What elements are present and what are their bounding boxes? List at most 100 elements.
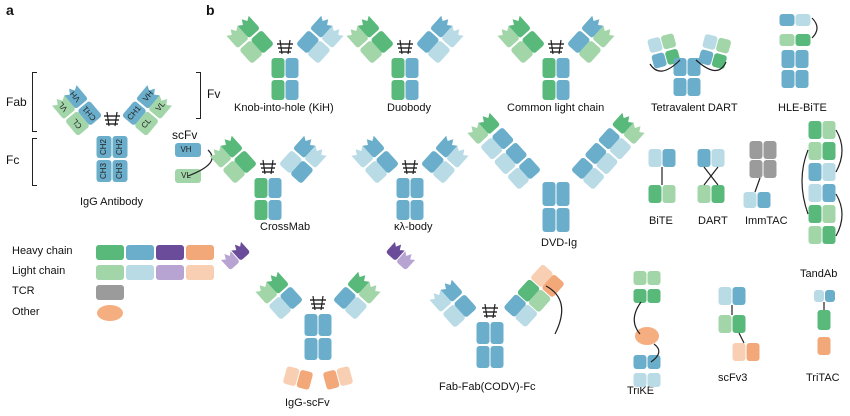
domain: [808, 184, 822, 202]
codv-left-fab: [429, 279, 476, 327]
vh-label: VH: [180, 145, 191, 154]
domain: [633, 373, 647, 387]
domain: [323, 370, 340, 390]
domain: [583, 167, 604, 189]
ch2-domain: [285, 58, 299, 78]
left-fab-arm: [226, 15, 273, 63]
caption-dvd-ig: DVD-Ig: [541, 237, 578, 249]
variable-domain: [478, 112, 500, 134]
variable-domain: [497, 25, 519, 48]
hinge-region: [548, 39, 564, 55]
constant-domain: [579, 41, 601, 63]
fc-region: [542, 58, 570, 100]
domain: [647, 373, 661, 387]
domain: [572, 157, 593, 179]
domain: [633, 355, 647, 369]
constant-domain: [428, 41, 450, 63]
hinge-strand: [484, 303, 488, 319]
ch2-domain: [304, 314, 318, 336]
duobody-format: [346, 15, 464, 63]
ch2-domain: [687, 58, 701, 76]
constant-domain: [251, 31, 273, 53]
caption-dart: DART: [698, 215, 728, 227]
ch2-domain: [490, 322, 504, 344]
domain: [822, 142, 836, 160]
domain: [528, 289, 551, 312]
legend-heavy-green: [96, 245, 124, 260]
variable-domain: [612, 112, 634, 134]
domain: [598, 128, 620, 150]
caption-fab-fab: Fab-Fab(CODV)-Fc: [439, 381, 536, 393]
domain: [494, 152, 516, 174]
variable-domain: [220, 251, 239, 270]
domain: [732, 287, 746, 305]
constant-domain: [511, 41, 533, 63]
hinge-strand: [106, 111, 110, 127]
fc-region: [391, 58, 419, 100]
variable-domain: [581, 15, 604, 38]
fc-region: [271, 58, 299, 100]
ch2-label: CH2: [115, 138, 124, 155]
constant-domain: [240, 41, 262, 63]
variable-domain: [322, 25, 344, 48]
domain: [662, 185, 676, 203]
variable-domain: [357, 15, 380, 38]
hinge-strand: [399, 39, 403, 55]
domain: [697, 149, 711, 167]
ch3-domain: [318, 338, 332, 360]
domain: [519, 157, 540, 179]
caption-tritac: TriTAC: [806, 372, 840, 384]
variable-domain: [255, 281, 277, 304]
ch3-domain: [254, 200, 268, 220]
hinge-region: [260, 159, 276, 175]
caption-trike: TriKE: [627, 385, 655, 397]
constant-domain: [234, 151, 256, 173]
caption-bite: BiTE: [649, 215, 673, 227]
scfv3-format: [718, 287, 760, 361]
domain: [822, 205, 836, 223]
caption-immtac: ImmTAC: [745, 215, 788, 227]
variable-domain: [237, 15, 260, 38]
igg-scfv-right-arm: [334, 271, 381, 319]
vl-label: VL: [181, 171, 191, 180]
ch3-domain: [673, 78, 687, 96]
left-fab-arm: [209, 135, 256, 183]
dvd-right-arm: [572, 112, 645, 189]
domain: [814, 290, 824, 302]
ch3-domain: [304, 338, 318, 360]
tcr-domain: [749, 141, 763, 159]
domain: [822, 121, 836, 139]
tetravalent-dart-format: [647, 33, 731, 69]
domain: [647, 289, 661, 303]
domain: [808, 226, 822, 244]
domain: [336, 366, 353, 386]
ch3-domain: [96, 160, 112, 182]
variable-domain: [447, 145, 469, 168]
igg-scfv-left-arm: [255, 271, 302, 319]
legend-light-orange: [186, 265, 214, 280]
hinge-strand: [279, 39, 283, 55]
variable-domain: [231, 241, 250, 260]
domain: [648, 149, 662, 167]
hinge-region: [397, 39, 413, 55]
domain: [732, 315, 746, 333]
domain: [808, 205, 822, 223]
domain: [718, 315, 732, 333]
fab-bracket: [32, 72, 37, 132]
codv-fc: [476, 322, 504, 368]
legend-light-blue: [126, 265, 154, 280]
domain: [711, 185, 725, 203]
hinge-strand: [262, 159, 266, 175]
domain: [822, 184, 836, 202]
fc-region: [396, 178, 424, 220]
ch3-domain: [556, 208, 570, 232]
domain: [508, 167, 529, 189]
dart-linker: [649, 59, 681, 72]
constant-domain: [223, 161, 245, 183]
domain: [698, 49, 714, 66]
domain: [757, 192, 771, 208]
caption-hle-bite: HLE-BiTE: [778, 102, 827, 114]
domain: [808, 163, 822, 181]
variable-domain: [386, 241, 405, 260]
